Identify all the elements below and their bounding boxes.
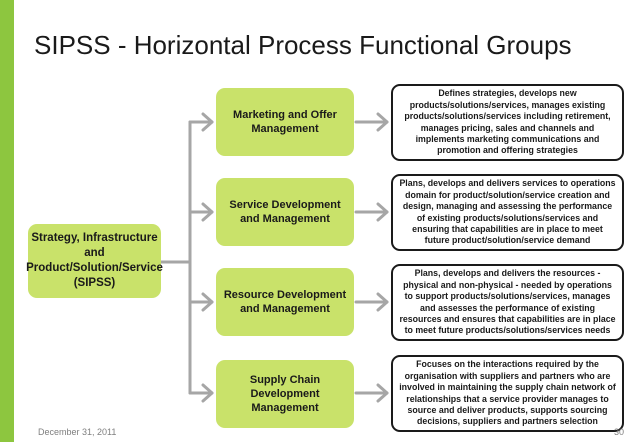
slide-title: SIPSS - Horizontal Process Functional Gr… [34,30,572,60]
footer-date: December 31, 2011 [38,427,117,437]
arrow-icon [376,202,389,222]
accent-bar [0,0,14,442]
arrow-icon [201,383,214,403]
arrow-icon [201,112,214,132]
arrow-icon [201,202,214,222]
arrow-icon [376,112,389,132]
service-development-node: Service Development and Management [216,178,354,246]
marketing-offer-node: Marketing and Offer Management [216,88,354,156]
supply-chain-node: Supply Chain Development Management [216,360,354,428]
resource-development-node: Resource Development and Management [216,268,354,336]
resource-development-description: Plans, develops and delivers the resourc… [391,264,624,341]
arrow-icon [376,292,389,312]
marketing-offer-description: Defines strategies, develops new product… [391,84,624,161]
page-number: 30 [613,427,624,437]
arrow-icon [201,292,214,312]
sipss-node: Strategy, Infrastructure and Product/Sol… [26,224,163,298]
supply-chain-description: Focuses on the interactions required by … [391,355,624,432]
arrow-icon [376,383,389,403]
service-development-description: Plans, develops and delivers services to… [391,174,624,251]
